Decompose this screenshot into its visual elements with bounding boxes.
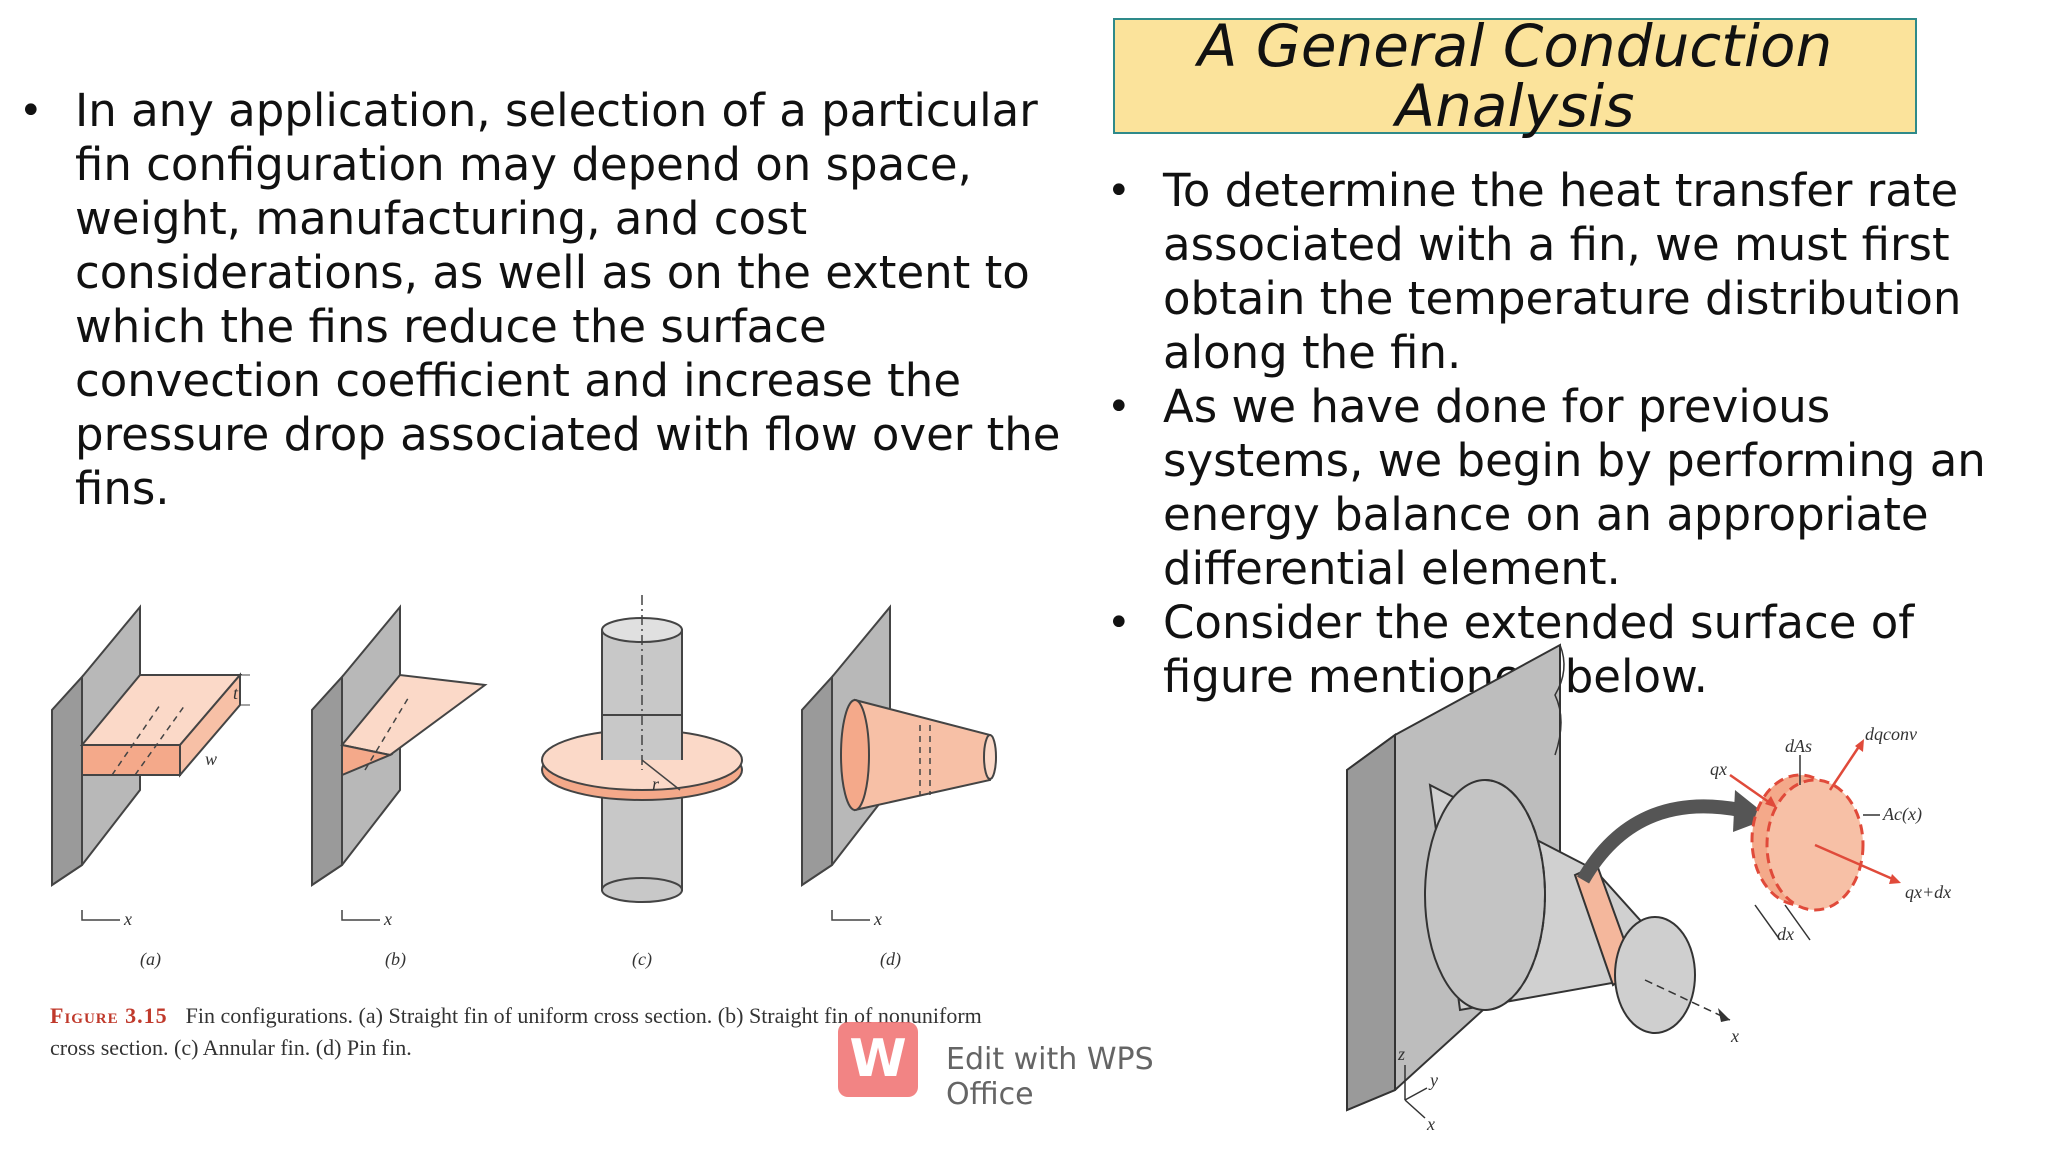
wps-logo-icon	[838, 1022, 918, 1097]
fin-b-illustration: x (b)	[311, 604, 488, 970]
right-bullet-item: • As we have done for previous systems, …	[1107, 380, 2043, 596]
left-bullet-text: In any application, selection of a parti…	[75, 84, 1061, 515]
left-bullet-item: • In any application, selection of a par…	[19, 84, 1075, 516]
right-bullet-item: • Consider the extended surface of figur…	[1107, 596, 2043, 704]
axis-y-label: y	[1428, 1070, 1438, 1090]
axis-x-label: x	[123, 909, 132, 929]
label-dAs: dAs	[1785, 736, 1812, 756]
fin-energy-balance-figure: x qx dAs dqconv Ac(x) qx+dx dx z y x	[1346, 643, 1951, 1134]
dim-t-label: t	[233, 683, 239, 703]
left-bullet-list: • In any application, selection of a par…	[19, 84, 1075, 516]
right-bullet-text: As we have done for previous systems, we…	[1163, 380, 1986, 595]
bullet-marker: •	[1107, 600, 1131, 646]
fin-a-illustration: t w x (a)	[51, 604, 250, 970]
dim-w-label: w	[205, 749, 217, 769]
right-bullet-text: To determine the heat transfer rate asso…	[1163, 164, 1962, 379]
figure-caption-text: Fin configurations. (a) Straight fin of …	[50, 1003, 982, 1060]
axis-x-label-right: x	[1730, 1026, 1739, 1046]
label-Ac: Ac(x)	[1882, 804, 1922, 825]
label-qx: qx	[1710, 759, 1727, 779]
label-dqconv: dqconv	[1865, 724, 1917, 744]
fin-configurations-figure: t w x (a) x (b) r (c) x	[51, 595, 997, 970]
slide-title-line1: A General Conduction	[1197, 12, 1833, 80]
bullet-marker: •	[1107, 384, 1131, 430]
figure-caption-label: Figure 3.15	[50, 1003, 168, 1028]
slide-title-line2: Analysis	[1395, 72, 1635, 140]
axis-x-label: x	[383, 909, 392, 929]
dim-r-label: r	[652, 774, 660, 794]
fin-c-illustration: r (c)	[541, 595, 743, 970]
right-bullet-text: Consider the extended surface of figure …	[1163, 596, 1915, 703]
axis-z-label: z	[1397, 1044, 1405, 1064]
slide-title-box: A General Conduction Analysis	[1113, 12, 1917, 140]
right-bullet-item: • To determine the heat transfer rate as…	[1107, 164, 2043, 380]
sublabel-a: (a)	[140, 949, 161, 970]
label-qxdx: qx+dx	[1905, 882, 1951, 902]
label-dx: dx	[1777, 924, 1794, 944]
wps-watermark-text: Edit with WPS Office	[946, 1042, 1154, 1112]
axis-x-small-label: x	[1426, 1114, 1435, 1134]
sublabel-b: (b)	[385, 949, 406, 970]
sublabel-d: (d)	[880, 949, 901, 970]
bullet-marker: •	[19, 88, 43, 134]
axis-x-label: x	[873, 909, 882, 929]
bullet-marker: •	[1107, 168, 1131, 214]
right-bullet-list: • To determine the heat transfer rate as…	[1107, 164, 2043, 704]
wps-watermark: W Edit with WPS Office	[838, 1022, 1223, 1112]
fin-d-illustration: x (d)	[801, 604, 997, 970]
sublabel-c: (c)	[632, 949, 652, 970]
wps-logo-letter: W	[849, 1029, 907, 1089]
